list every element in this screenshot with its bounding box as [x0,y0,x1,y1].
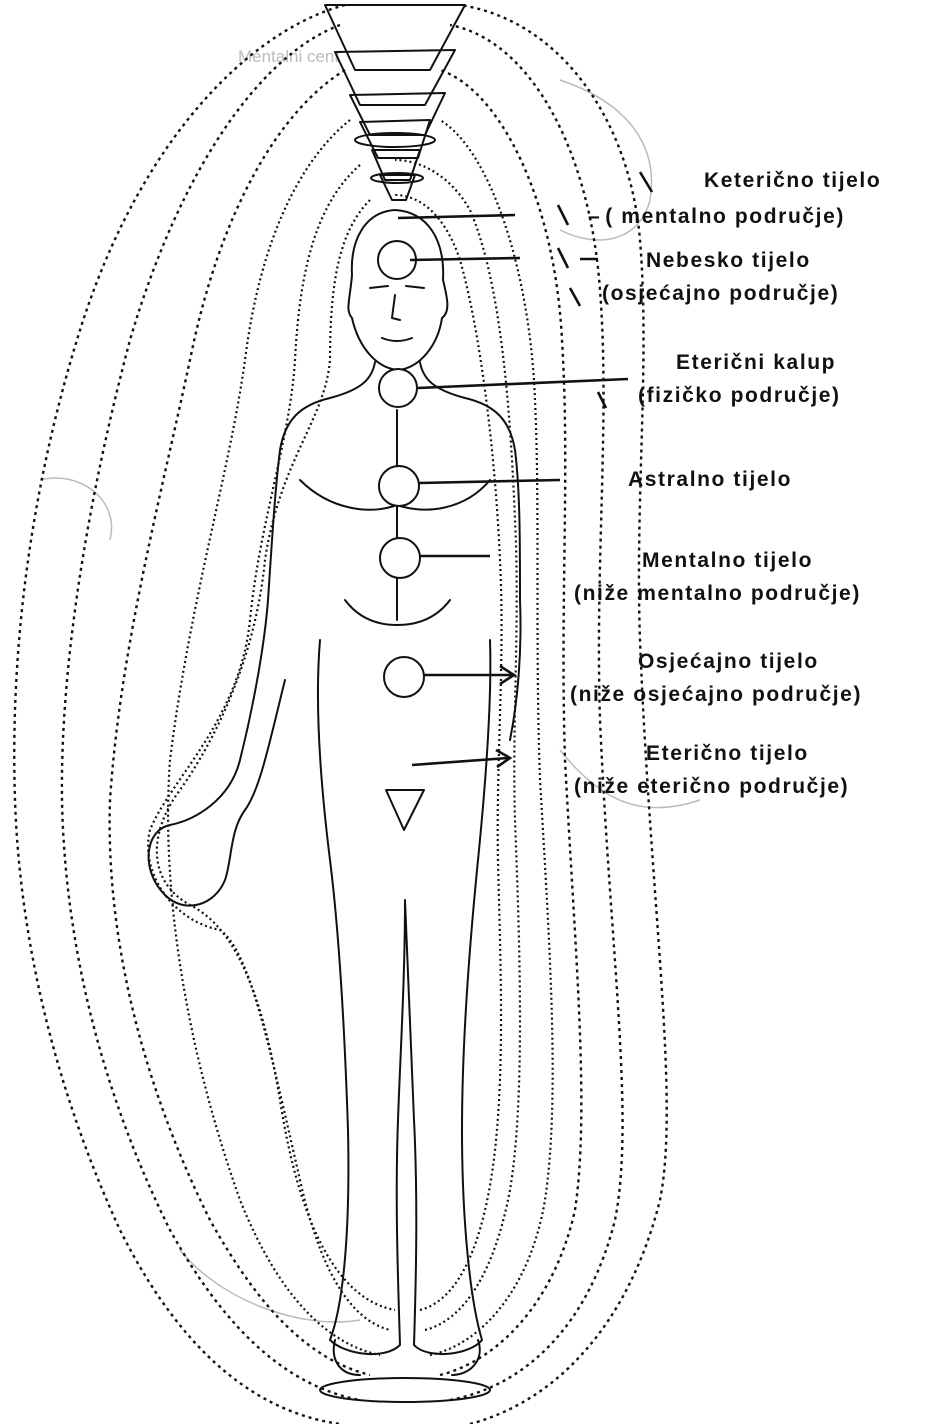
label-keteric-region: ( mentalno područje) [605,205,845,228]
pointer-etericni-kalup [418,379,628,388]
chakra-heart [379,466,419,506]
chakras [378,241,424,697]
pointer-etericno [412,758,508,765]
figure-feet [334,1340,480,1375]
aura-layer-6 [157,195,502,1310]
label-etericni-kalup-region: (fizičko područje) [638,385,841,406]
label-osjecajno-region: (niže osjećajno područje) [570,684,862,705]
label-etericno-region: (niže eterično područje) [574,776,849,797]
aura-layer-2 [62,25,623,1400]
crown-funnels [325,5,465,200]
chakra-solar [380,538,420,578]
label-osjecajno-title: Osjećajno tijelo [638,650,819,673]
root-funnel [386,790,424,830]
label-mentalno: Mentalno tijelo (niže mentalno područje) [642,550,861,604]
pointer-nebesko [410,258,520,260]
faded-caption: Mentalni cent [238,47,339,66]
tick-slash [570,288,580,306]
figure-ground [320,1378,490,1402]
aura-layer-3 [110,70,582,1375]
figure-head [348,210,447,370]
label-etericno-title: Eterično tijelo [646,742,809,765]
aura-layer-outer [14,5,666,1424]
label-etericni-kalup: Eterični kalup (fizičko područje) [676,352,841,406]
label-astralno: Astralno tijelo [628,469,792,490]
label-mentalno-region: (niže mentalno područje) [574,583,861,604]
aura-layers [14,5,666,1424]
aura-layer-5 [148,160,520,1330]
figure-torso [149,362,521,906]
label-nebesko-title: Nebesko tijelo [646,249,811,272]
label-nebesko: Nebesko tijelo (osjećajno područje) [646,250,839,304]
label-keteric-title: Keterično tijelo [704,169,881,192]
label-etericno: Eterično tijelo (niže eterično područje) [646,743,849,797]
pointer-astralno [419,480,560,483]
label-osjecajno: Osjećajno tijelo (niže osjećajno područj… [638,651,862,705]
label-nebesko-region: (osjećajno područje) [602,283,839,304]
figure-face [370,286,424,341]
aura-layer-4 [168,120,553,1355]
figure-legs [318,640,490,1354]
label-mentalno-title: Mentalno tijelo [642,549,813,572]
chakra-throat [379,369,417,407]
label-keteric: Keterično tijelo [704,170,881,191]
faded-arc [40,478,112,540]
chakra-sacral [384,657,424,697]
human-figure [149,210,521,1402]
label-etericni-kalup-title: Eterični kalup [676,351,836,374]
tick-slash [598,392,606,408]
tick-slash [558,248,568,268]
funnel-1 [325,5,465,70]
tick-slash [558,205,568,225]
label-astralno-title: Astralno tijelo [628,468,792,491]
label-keteric-sub: –( mentalno područje) [588,206,845,227]
tick-slash [640,172,652,192]
figure-chest [300,410,490,625]
